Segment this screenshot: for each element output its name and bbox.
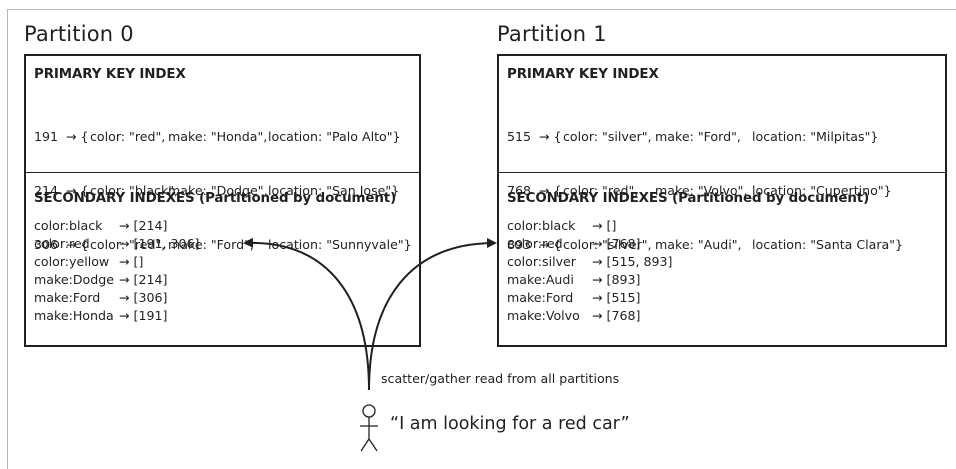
- stick-figure-icon: [360, 404, 378, 452]
- index-divider: [499, 172, 945, 173]
- secondary-index-list: color:black→ [] color:red→ [768] color:s…: [507, 217, 672, 325]
- arrow-to-partition-0: [243, 237, 370, 391]
- secondary-index-list: color:black→ [214] color:red→ [191, 306]…: [34, 217, 199, 325]
- secondary-index-row: make:Ford→ [515]: [507, 290, 641, 305]
- secondary-index-row: color:yellow→ []: [34, 254, 144, 269]
- secondary-index-heading: SECONDARY INDEXES (Partitioned by docume…: [507, 191, 870, 206]
- secondary-index-row: color:black→ []: [507, 218, 617, 233]
- primary-key-heading: PRIMARY KEY INDEX: [507, 67, 659, 82]
- index-divider: [26, 172, 419, 173]
- primary-key-row: 191→ {color: "red",make: "Honda",locatio…: [34, 129, 401, 144]
- secondary-index-row: color:black→ [214]: [34, 218, 168, 233]
- primary-key-row: 214→ {color: "black",make: "Dodge",locat…: [34, 183, 400, 198]
- secondary-index-row: color:red→ [191, 306]: [34, 236, 200, 251]
- secondary-index-row: make:Honda→ [191]: [34, 308, 168, 323]
- primary-key-row: 515→ {color: "silver",make: "Ford",locat…: [507, 129, 879, 144]
- partition-0-title: Partition 0: [24, 22, 134, 46]
- primary-key-row: 768→ {color: "red",make: "Volvo",locatio…: [507, 183, 892, 198]
- primary-key-list: 515→ {color: "silver",make: "Ford",locat…: [507, 92, 903, 290]
- figure-frame: [7, 9, 956, 469]
- secondary-index-row: make:Volvo→ [768]: [507, 308, 641, 323]
- secondary-index-row: make:Audi→ [893]: [507, 272, 641, 287]
- secondary-index-row: make:Dodge→ [214]: [34, 272, 168, 287]
- secondary-index-row: color:red→ [768]: [507, 236, 641, 251]
- partition-1-title: Partition 1: [497, 22, 607, 46]
- secondary-index-row: make:Ford→ [306]: [34, 290, 168, 305]
- partition-1-box: PRIMARY KEY INDEX 515→ {color: "silver",…: [497, 54, 947, 347]
- primary-key-list: 191→ {color: "red",make: "Honda",locatio…: [34, 92, 412, 290]
- scatter-gather-label: scatter/gather read from all partitions: [381, 371, 620, 386]
- partition-0-box: PRIMARY KEY INDEX 191→ {color: "red",mak…: [24, 54, 421, 347]
- arrow-to-partition-1: [368, 238, 497, 391]
- secondary-index-row: color:silver→ [515, 893]: [507, 254, 673, 269]
- user-query-quote: “I am looking for a red car”: [390, 414, 630, 434]
- primary-key-row: 893→ {color: "silver",make: "Audi",locat…: [507, 237, 904, 252]
- secondary-index-heading: SECONDARY INDEXES (Partitioned by docume…: [34, 191, 397, 206]
- primary-key-heading: PRIMARY KEY INDEX: [34, 67, 186, 82]
